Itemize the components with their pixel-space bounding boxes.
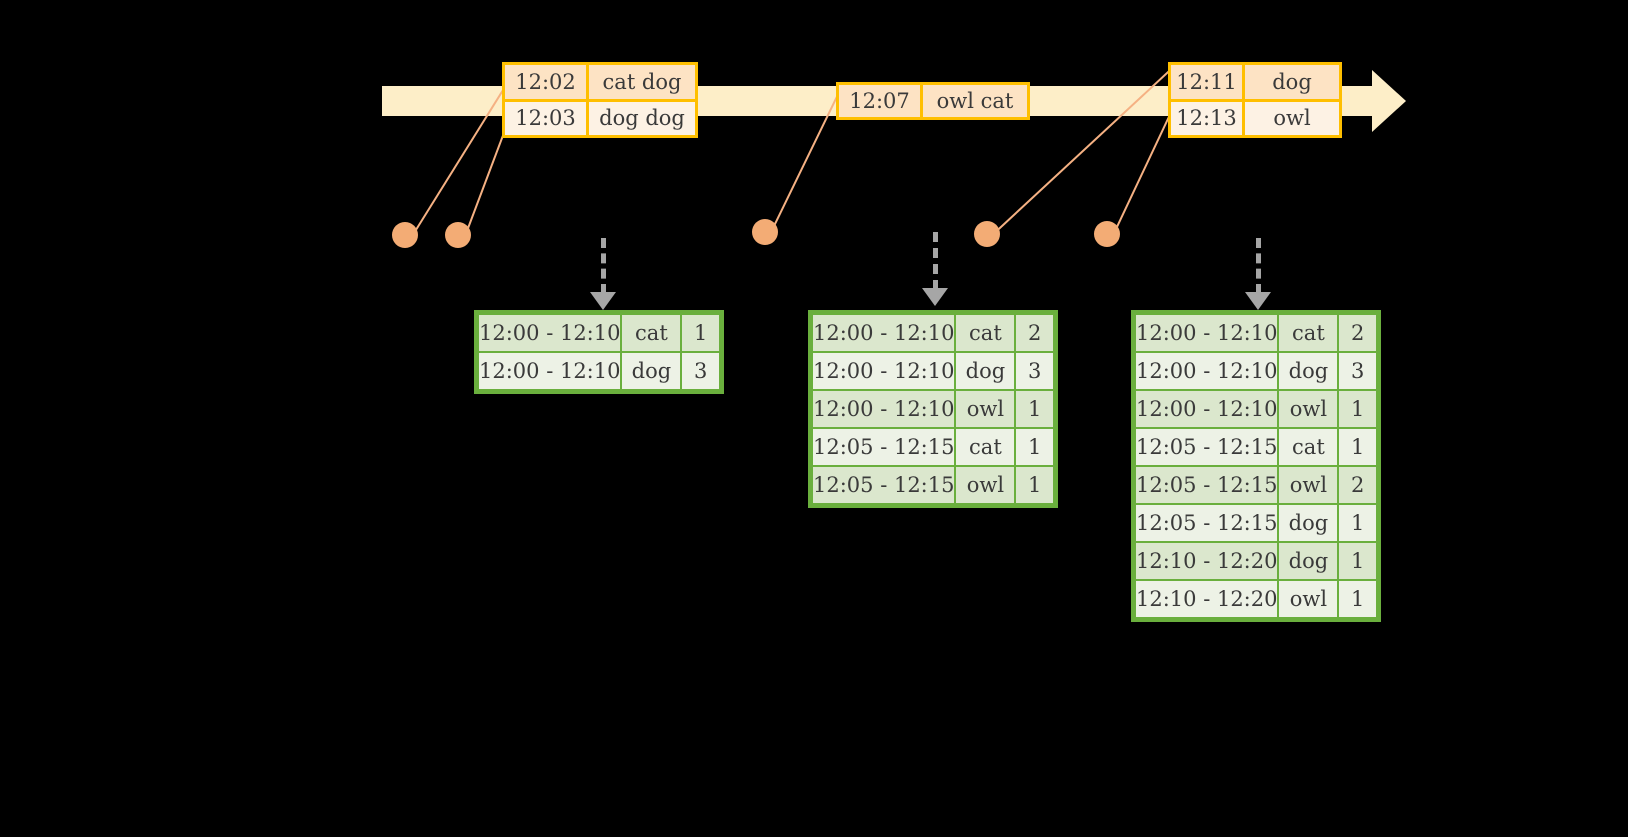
window-cell: 12:05 - 12:15 <box>1135 466 1279 504</box>
word-cell: cat <box>621 314 682 352</box>
window-cell: 12:00 - 12:10 <box>812 352 956 390</box>
window-cell: 12:00 - 12:10 <box>812 390 956 428</box>
window-cell: 12:05 - 12:15 <box>812 428 956 466</box>
count-cell: 1 <box>1338 428 1377 466</box>
count-cell: 1 <box>1015 390 1054 428</box>
word-cell: dog <box>621 352 682 390</box>
window-cell: 12:00 - 12:10 <box>478 352 622 390</box>
word-cell: cat <box>955 428 1016 466</box>
event-words: dog <box>1245 65 1339 99</box>
word-cell: owl <box>1278 580 1339 618</box>
leader-5 <box>1113 108 1174 234</box>
count-cell: 1 <box>1015 428 1054 466</box>
word-cell: owl <box>1278 466 1339 504</box>
dot-3 <box>752 219 778 245</box>
count-cell: 1 <box>1338 390 1377 428</box>
count-cell: 1 <box>1338 580 1377 618</box>
dash-arrow-1-head <box>590 292 616 310</box>
dash-arrow-3-head <box>1245 292 1271 310</box>
event-time: 12:07 <box>839 85 923 117</box>
count-cell: 3 <box>1015 352 1054 390</box>
word-cell: dog <box>955 352 1016 390</box>
window-cell: 12:05 - 12:15 <box>1135 504 1279 542</box>
event-words: owl <box>1245 101 1339 135</box>
count-cell: 3 <box>681 352 720 390</box>
window-cell: 12:00 - 12:10 <box>1135 390 1279 428</box>
count-cell: 1 <box>1015 466 1054 504</box>
window-cell: 12:10 - 12:20 <box>1135 580 1279 618</box>
count-cell: 2 <box>1338 314 1377 352</box>
window-cell: 12:10 - 12:20 <box>1135 542 1279 580</box>
dash-arrow-1 <box>601 238 606 294</box>
window-cell: 12:00 - 12:10 <box>1135 314 1279 352</box>
word-cell: cat <box>1278 314 1339 352</box>
window-cell: 12:00 - 12:10 <box>478 314 622 352</box>
word-cell: cat <box>1278 428 1339 466</box>
count-cell: 2 <box>1338 466 1377 504</box>
dot-5 <box>1094 221 1120 247</box>
count-cell: 1 <box>1338 542 1377 580</box>
event-words: owl cat <box>923 85 1027 117</box>
dot-1 <box>392 222 418 248</box>
timeline-arrow-head <box>1372 70 1406 132</box>
event-time: 12:11 <box>1171 65 1245 99</box>
dash-arrow-2 <box>933 232 938 290</box>
event-time: 12:13 <box>1171 101 1245 135</box>
count-cell: 1 <box>1338 504 1377 542</box>
word-cell: owl <box>955 466 1016 504</box>
dash-arrow-3 <box>1256 238 1261 294</box>
word-cell: dog <box>1278 352 1339 390</box>
count-cell: 3 <box>1338 352 1377 390</box>
count-cell: 1 <box>681 314 720 352</box>
window-cell: 12:00 - 12:10 <box>1135 352 1279 390</box>
window-cell: 12:05 - 12:15 <box>1135 428 1279 466</box>
event-time: 12:03 <box>505 101 589 135</box>
dot-4 <box>974 221 1000 247</box>
word-cell: owl <box>1278 390 1339 428</box>
event-time: 12:02 <box>505 65 589 99</box>
window-cell: 12:05 - 12:15 <box>812 466 956 504</box>
word-cell: owl <box>955 390 1016 428</box>
word-cell: dog <box>1278 504 1339 542</box>
word-cell: dog <box>1278 542 1339 580</box>
event-words: dog dog <box>589 101 695 135</box>
event-words: cat dog <box>589 65 695 99</box>
window-cell: 12:00 - 12:10 <box>812 314 956 352</box>
dot-2 <box>445 222 471 248</box>
count-cell: 2 <box>1015 314 1054 352</box>
word-cell: cat <box>955 314 1016 352</box>
dash-arrow-2-head <box>922 288 948 306</box>
